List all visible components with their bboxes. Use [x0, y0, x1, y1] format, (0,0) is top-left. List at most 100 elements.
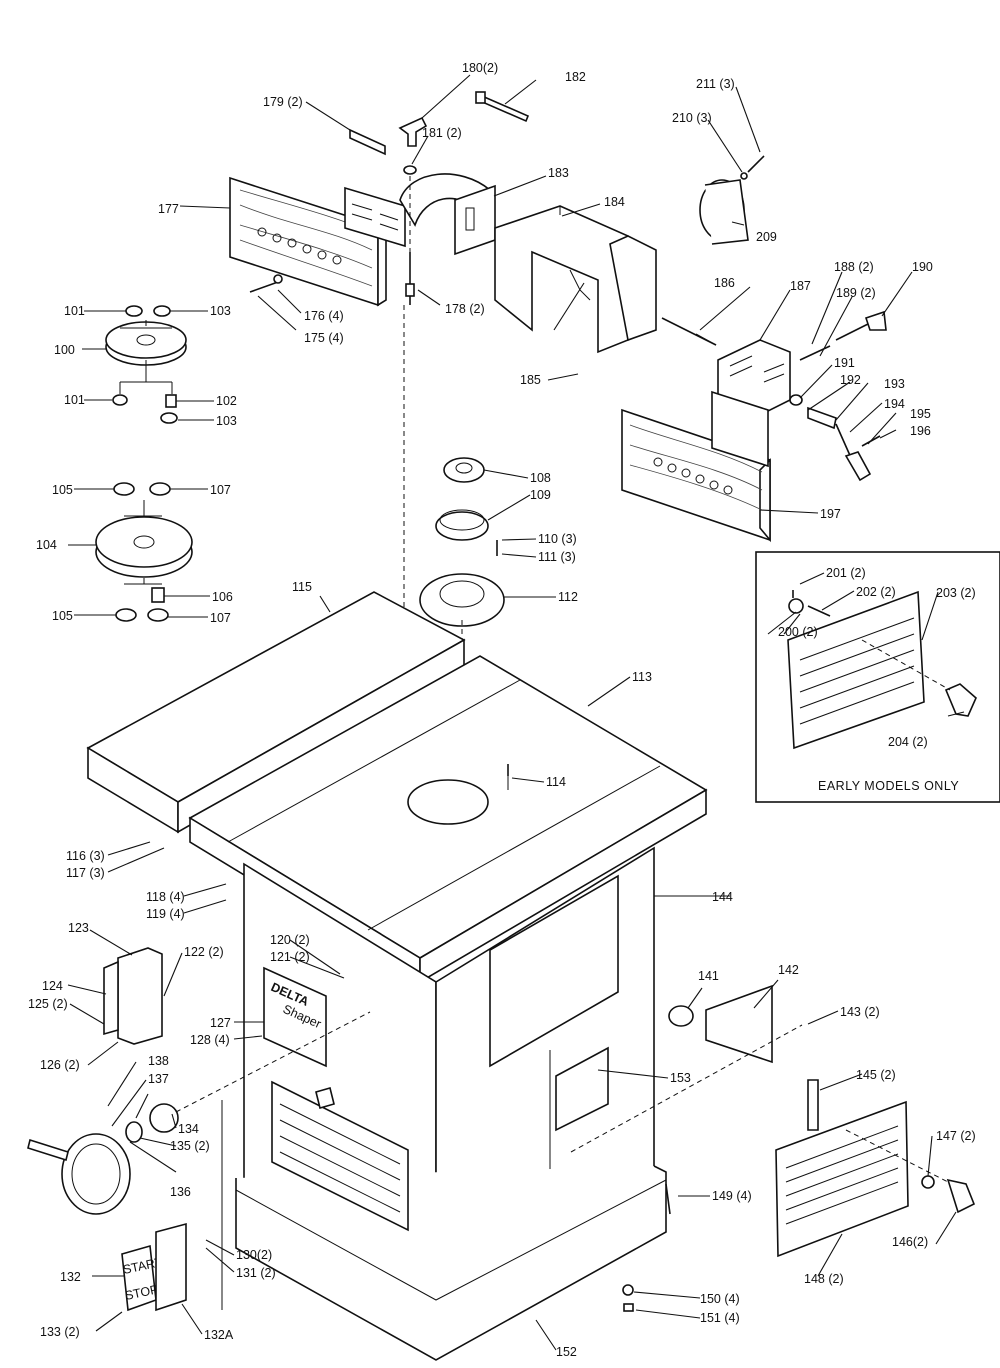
collar-141 — [668, 1005, 694, 1027]
spindle-cover — [494, 205, 657, 354]
label-107b: 107 — [210, 611, 231, 625]
label-153: 153 — [670, 1071, 691, 1085]
inset-pin-202 — [807, 605, 831, 617]
screw-210 — [740, 172, 748, 180]
label-101b: 101 — [64, 393, 85, 407]
label-106: 106 — [212, 590, 233, 604]
left-fence-board — [229, 176, 387, 307]
label-118: 118 (4) — [146, 890, 185, 904]
label-177: 177 — [158, 202, 179, 216]
label-192: 192 — [840, 373, 861, 387]
label-101a: 101 — [64, 304, 85, 318]
right-fence-plate — [711, 390, 769, 468]
label-100: 100 — [54, 343, 75, 357]
label-108: 108 — [530, 471, 551, 485]
label-116: 116 (3) — [66, 849, 105, 863]
washer-103b — [160, 412, 178, 424]
washer-107b — [147, 608, 169, 622]
label-138: 138 — [148, 1054, 169, 1068]
label-130: 130(2) — [236, 1248, 272, 1262]
label-201: 201 (2) — [826, 566, 866, 580]
washer-181 — [403, 165, 417, 175]
label-136: 136 — [170, 1185, 191, 1199]
label-115: 115 — [292, 580, 312, 594]
bearing-109 — [435, 511, 489, 541]
label-187: 187 — [790, 279, 811, 293]
nameplate-127: DELTA Shaper — [263, 966, 327, 1068]
label-147: 147 (2) — [936, 1129, 976, 1143]
label-132a: 132A — [204, 1328, 234, 1342]
label-197: 197 — [820, 507, 841, 521]
washer-135 — [125, 1121, 143, 1143]
label-132: 132 — [60, 1270, 81, 1284]
collar-104 — [95, 516, 193, 578]
nut-151 — [623, 1303, 634, 1312]
cabinet-side-grill — [271, 1080, 409, 1232]
label-196: 196 — [910, 424, 931, 438]
label-150: 150 (4) — [700, 1292, 740, 1306]
scale-123 — [103, 947, 163, 1045]
washer-105b — [115, 608, 137, 622]
label-113: 113 — [632, 670, 652, 684]
label-182: 182 — [565, 70, 586, 84]
label-143: 143 (2) — [840, 1005, 880, 1019]
bolt-182 — [475, 91, 530, 123]
washer-191 — [789, 394, 803, 406]
key-179 — [349, 128, 386, 156]
inset-caption: EARLY MODELS ONLY — [818, 779, 959, 793]
label-112: 112 — [558, 590, 578, 604]
washer-101a — [125, 305, 143, 317]
ring-plate-112 — [419, 573, 505, 627]
label-135: 135 (2) — [170, 1139, 210, 1153]
knob-190 — [835, 310, 887, 341]
label-121: 121 (2) — [270, 950, 310, 964]
label-110: 110 (3) — [538, 532, 577, 546]
label-186: 186 — [714, 276, 735, 290]
label-153 — [555, 1046, 609, 1132]
washer-101b — [112, 394, 128, 406]
label-195: 195 — [910, 407, 931, 421]
label-203: 203 (2) — [936, 586, 976, 600]
label-122: 122 (2) — [184, 945, 224, 959]
collar-134 — [149, 1103, 179, 1133]
label-144: 144 — [712, 890, 733, 904]
left-fence-bracket — [344, 186, 406, 248]
label-193: 193 — [884, 377, 905, 391]
handle-194 — [807, 406, 872, 482]
ring-108 — [443, 457, 485, 483]
label-204: 204 (2) — [888, 735, 928, 749]
inset-collar-200 — [788, 598, 804, 614]
label-175: 175 (4) — [304, 331, 344, 345]
label-119: 119 (4) — [146, 907, 185, 921]
washer-150 — [622, 1284, 634, 1296]
inset-knob-204 — [944, 683, 977, 717]
label-128: 128 (4) — [190, 1033, 230, 1047]
knob-180 — [398, 116, 428, 147]
leader-lines — [67, 74, 965, 1351]
label-111: 111 (3) — [538, 550, 576, 564]
washer-147 — [921, 1175, 935, 1189]
label-185: 185 — [520, 373, 541, 387]
collar-106 — [151, 587, 165, 603]
label-184: 184 — [604, 195, 625, 209]
label-109: 109 — [530, 488, 551, 502]
plate-142 — [705, 984, 773, 1064]
label-114: 114 — [546, 775, 566, 789]
knob-146 — [946, 1178, 976, 1214]
label-146: 146(2) — [892, 1235, 928, 1249]
label-125: 125 (2) — [28, 997, 68, 1011]
bolt-175 — [249, 274, 283, 293]
collar-100 — [105, 321, 187, 366]
screw-211 — [747, 155, 765, 173]
washer-107a — [149, 482, 171, 496]
label-137: 137 — [148, 1072, 169, 1086]
label-180: 180(2) — [462, 61, 498, 75]
part-labels: 180(2) 182 179 (2) 181 (2) 183 177 184 2… — [28, 61, 976, 1359]
label-191: 191 — [834, 356, 855, 370]
label-117: 117 (3) — [66, 866, 105, 880]
label-178: 178 (2) — [445, 302, 485, 316]
switch-off-text: STOP — [124, 1282, 160, 1303]
label-190: 190 — [912, 260, 933, 274]
label-105b: 105 — [52, 609, 73, 623]
